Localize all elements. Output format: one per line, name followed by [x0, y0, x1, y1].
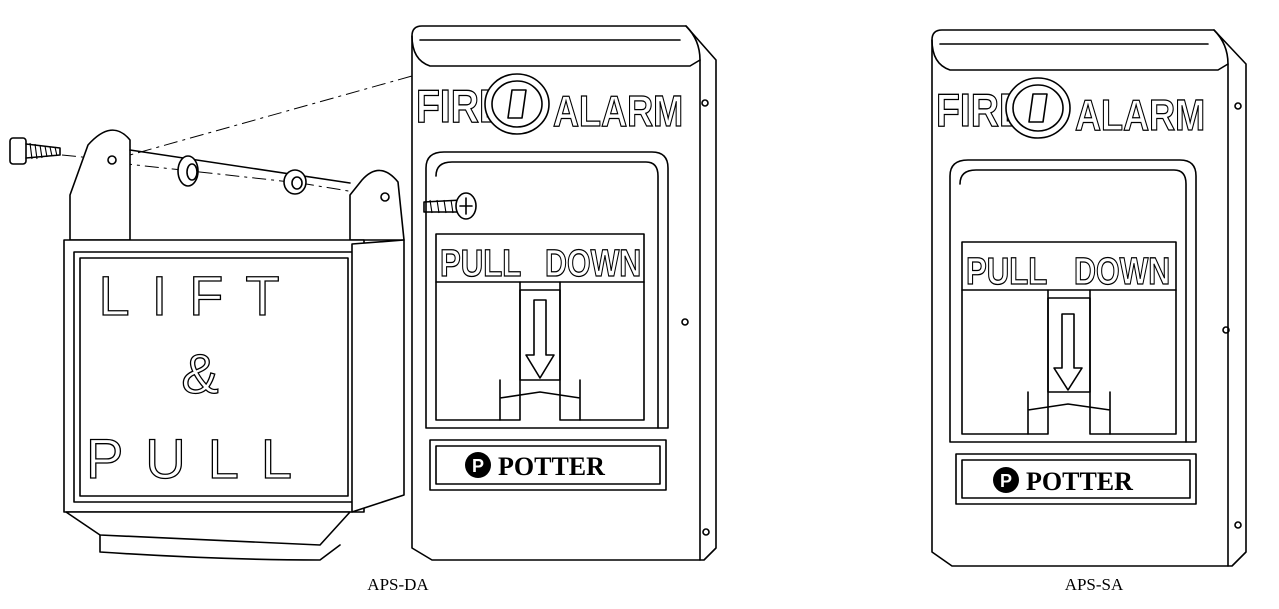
- cover-hinge-bracket: [69, 129, 405, 241]
- housing-fire-text: FIRE: [416, 81, 505, 133]
- housing-brand-text: POTTER: [498, 452, 605, 481]
- washer-icon: [283, 169, 307, 195]
- aps-da-figure: LIFT & PULL FIRE ALARM PULL DOWN: [9, 25, 717, 594]
- cover-text-line2: &: [181, 342, 218, 405]
- alarm-handle-icon: [484, 73, 550, 135]
- housing-alarm-text: ALARM: [1075, 91, 1205, 140]
- housing-alarm-text: ALARM: [553, 87, 683, 136]
- alarm-handle-icon: [1005, 77, 1071, 139]
- potter-logo-icon: P: [465, 452, 491, 478]
- potter-logo-icon: P: [993, 467, 1019, 493]
- housing-brand-text: POTTER: [1026, 467, 1133, 496]
- handle-down-text: DOWN: [545, 243, 641, 285]
- handle-pull-text: PULL: [440, 243, 521, 285]
- housing-aps-sa: FIRE ALARM PULL DOWN P: [931, 29, 1247, 567]
- down-arrow-icon: [525, 299, 555, 379]
- screw-icon: [423, 192, 477, 220]
- cover-text-line1: LIFT: [98, 264, 301, 327]
- cover-text-line3: PULL: [86, 427, 314, 490]
- caption-aps-sa: APS-SA: [1065, 575, 1124, 594]
- screw-icon: [9, 137, 61, 165]
- washer-icon: [177, 155, 199, 187]
- lift-pull-cover: LIFT & PULL: [63, 239, 405, 561]
- svg-text:P: P: [472, 456, 484, 476]
- housing-aps-da: FIRE ALARM PULL DOWN: [411, 25, 717, 561]
- svg-text:P: P: [1000, 471, 1012, 491]
- down-arrow-icon: [1053, 313, 1083, 391]
- caption-aps-da: APS-DA: [367, 575, 429, 594]
- handle-pull-text: PULL: [966, 251, 1047, 293]
- handle-down-text: DOWN: [1074, 251, 1170, 293]
- aps-sa-figure: FIRE ALARM PULL DOWN P: [931, 29, 1247, 594]
